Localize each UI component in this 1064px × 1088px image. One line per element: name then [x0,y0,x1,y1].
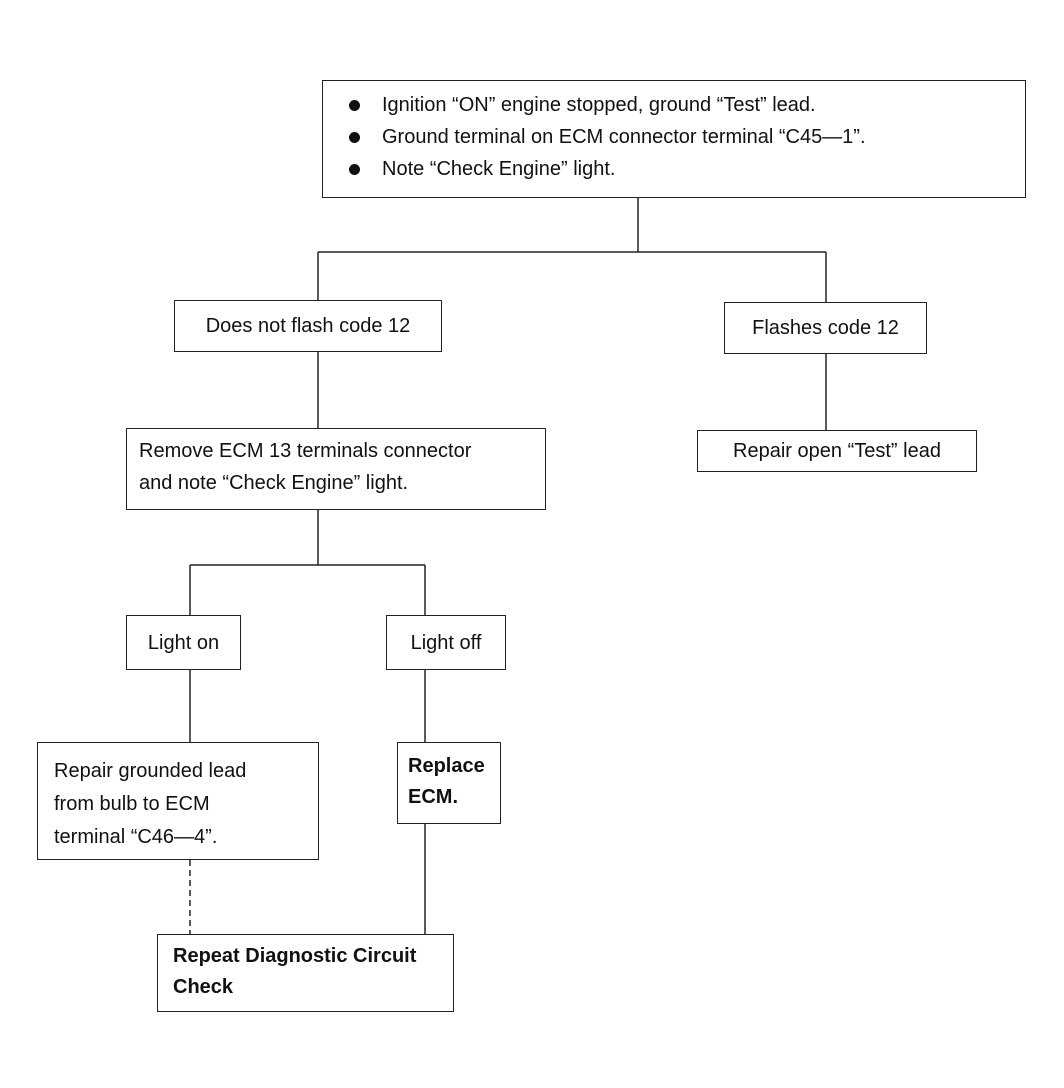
bullet-icon [349,99,360,111]
replace-ecm-line: ECM. [408,786,458,808]
light-on-box: Light on [126,615,241,670]
light-off-label: Light off [410,631,482,654]
repeat-diagnostic-box: Repeat Diagnostic Circuit Check [157,934,454,1012]
bullet-icon [349,163,360,175]
replace-ecm-box: Replace ECM. [397,742,501,824]
repair-grounded-line: Repair grounded lead [54,760,247,782]
remove-ecm-line: and note “Check Engine” light. [139,472,409,494]
flashes-code-box: Flashes code 12 [724,302,927,354]
repair-grounded-lead-box: Repair grounded lead from bulb to ECM te… [37,742,319,860]
repair-test-lead-box: Repair open “Test” lead [697,430,977,472]
repeat-diagnostic-line: Repeat Diagnostic Circuit [173,945,417,967]
instruction-item: Ignition “ON” engine stopped, ground “Te… [349,89,1007,121]
flashes-code-label: Flashes code 12 [752,317,899,339]
bullet-icon [349,131,360,143]
repair-test-lead-label: Repair open “Test” lead [733,440,941,462]
start-instructions-box: Ignition “ON” engine stopped, ground “Te… [322,80,1026,198]
light-on-label: Light on [147,631,220,654]
replace-ecm-line: Replace [408,755,485,777]
light-off-box: Light off [386,615,506,670]
instruction-list: Ignition “ON” engine stopped, ground “Te… [349,89,1007,185]
remove-ecm-line: Remove ECM 13 terminals connector [139,440,472,462]
does-not-flash-box: Does not flash code 12 [174,300,442,352]
instruction-item: Ground terminal on ECM connector termina… [349,121,1007,153]
remove-ecm-box: Remove ECM 13 terminals connector and no… [126,428,546,510]
does-not-flash-label: Does not flash code 12 [205,315,411,337]
instruction-item: Note “Check Engine” light. [349,153,1007,185]
repair-grounded-line: from bulb to ECM [54,793,210,815]
repair-grounded-line: terminal “C46—4”. [54,826,218,848]
repeat-diagnostic-line: Check [173,976,234,998]
